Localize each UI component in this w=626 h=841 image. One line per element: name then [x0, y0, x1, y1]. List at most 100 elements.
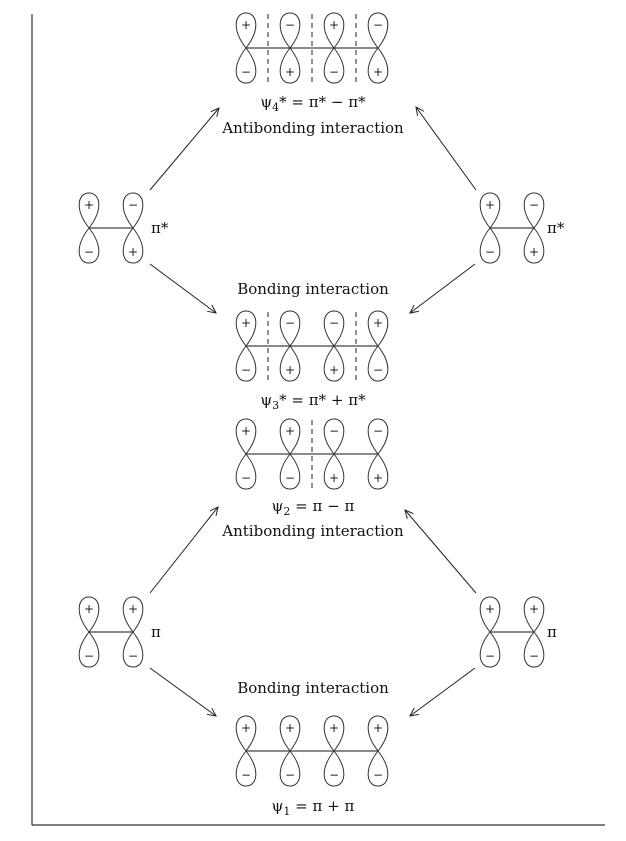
p-orbital: −+ [367, 12, 389, 84]
orbital-top-lobe [479, 596, 501, 633]
p-orbital: +− [122, 596, 144, 668]
orbital-bottom-lobe [323, 453, 345, 490]
mo-psi1: +− +− +− +− [235, 715, 389, 787]
arrow-shaft [149, 263, 217, 314]
orbital-top-lobe [78, 192, 100, 229]
orbital-bottom-lobe [523, 227, 545, 264]
p-orbital: +− [323, 715, 345, 787]
arrow-head [209, 506, 219, 516]
orbital-top-lobe [279, 310, 301, 347]
orbital-bottom-lobe [367, 453, 389, 490]
orbital-bottom-lobe [323, 345, 345, 382]
p-orbital: +− [235, 418, 257, 490]
orbital-sign-top: + [241, 721, 251, 735]
orbital-sign-bottom: + [329, 471, 339, 485]
bonding-label-upper: Bonding interaction [237, 280, 389, 298]
orbital-top-lobe [235, 418, 257, 455]
arrow-shaft [415, 106, 477, 191]
orbital-sign-top: + [241, 18, 251, 32]
p-orbital: −+ [367, 418, 389, 490]
orbital-top-lobe [235, 12, 257, 49]
orbital-bottom-lobe [479, 227, 501, 264]
arrow-shaft [149, 506, 219, 594]
p-orbital: +− [367, 715, 389, 787]
p-orbital: −+ [323, 310, 345, 382]
mo-psi4: +−−++−−+ [235, 12, 389, 84]
arrow-shaft [409, 667, 476, 717]
mo-psi2: +−+−−+−+ [235, 418, 389, 490]
arrow-head [207, 304, 217, 314]
arrow-left-to-psi2 [149, 506, 219, 594]
antibonding-label-lower: Antibonding interaction [221, 522, 404, 540]
arrow-head [404, 509, 414, 519]
arrow-right-to-psi1 [409, 667, 476, 717]
psi2-equation: ψ2 = π − π [272, 497, 355, 518]
orbital-top-lobe [323, 12, 345, 49]
orbital-sign-top: − [373, 424, 383, 438]
arrow-right-to-psi2 [404, 509, 477, 594]
p-orbital: −+ [523, 192, 545, 264]
p-orbital: −+ [323, 418, 345, 490]
orbital-sign-top: + [329, 721, 339, 735]
orbital-top-lobe [279, 418, 301, 455]
p-orbital: +− [279, 715, 301, 787]
orbital-sign-top: − [529, 198, 539, 212]
orbital-sign-bottom: + [285, 363, 295, 377]
psi3-equation: ψ3* = π* + π* [260, 391, 366, 412]
arrow-shaft [404, 509, 477, 594]
left-pi-star-fragment: +−−+ [78, 192, 144, 264]
orbital-bottom-lobe [279, 453, 301, 490]
orbital-sign-top: − [329, 316, 339, 330]
orbital-sign-top: − [285, 316, 295, 330]
p-orbital: +− [235, 715, 257, 787]
orbital-top-lobe [235, 310, 257, 347]
p-orbital: +− [479, 192, 501, 264]
arrow-right-to-psi4 [415, 106, 477, 191]
orbital-bottom-lobe [479, 631, 501, 668]
orbital-sign-top: − [373, 18, 383, 32]
p-orbital: −+ [122, 192, 144, 264]
right-pi-star-fragment: +− −+ [479, 192, 545, 264]
orbital-sign-top: + [84, 198, 94, 212]
orbital-bottom-lobe [279, 345, 301, 382]
right-pi-fragment: +− +− [479, 596, 545, 668]
psi4-equation: ψ4* = π* − π* [260, 93, 366, 114]
orbital-sign-bottom: − [285, 471, 295, 485]
arrow-shaft [149, 107, 220, 191]
p-orbital: +− [279, 418, 301, 490]
orbital-sign-bottom: − [241, 65, 251, 79]
orbital-sign-top: + [373, 316, 383, 330]
p-orbital: +− [523, 596, 545, 668]
orbital-bottom-lobe [279, 47, 301, 84]
orbital-top-lobe [235, 715, 257, 752]
p-orbital: +− [78, 596, 100, 668]
orbital-top-lobe [367, 12, 389, 49]
orbital-bottom-lobe [235, 47, 257, 84]
orbital-bottom-lobe [323, 750, 345, 787]
orbital-sign-top: − [285, 18, 295, 32]
orbital-bottom-lobe [122, 227, 144, 264]
orbital-sign-bottom: − [84, 245, 94, 259]
orbital-sign-top: + [241, 316, 251, 330]
orbital-sign-bottom: + [373, 471, 383, 485]
orbital-top-lobe [279, 715, 301, 752]
arrow-layer [149, 106, 477, 717]
orbital-top-lobe [279, 12, 301, 49]
p-orbital: +− [479, 596, 501, 668]
orbital-top-lobe [323, 418, 345, 455]
orbital-top-lobe [479, 192, 501, 229]
orbital-top-lobe [367, 310, 389, 347]
left-pi-fragment: +− +− [78, 596, 144, 668]
arrow-shaft [409, 263, 476, 314]
orbital-sign-top: + [241, 424, 251, 438]
arrow-left-to-psi3 [149, 263, 217, 314]
orbital-bottom-lobe [279, 750, 301, 787]
orbital-top-lobe [367, 715, 389, 752]
orbital-bottom-lobe [122, 631, 144, 668]
right-pi-label: π [547, 623, 557, 641]
orbital-sign-top: + [84, 602, 94, 616]
orbital-sign-top: − [128, 198, 138, 212]
p-orbital: +− [235, 310, 257, 382]
orbital-sign-top: + [485, 602, 495, 616]
p-orbital: −+ [279, 12, 301, 84]
